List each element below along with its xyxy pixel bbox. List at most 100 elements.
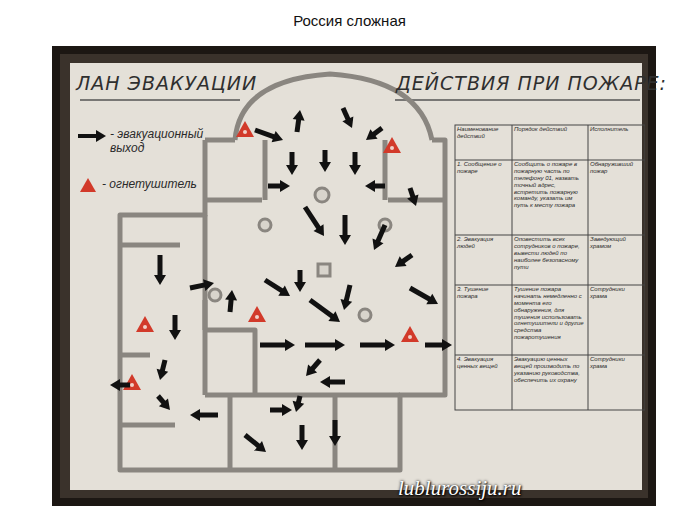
table-border bbox=[455, 125, 645, 410]
exit-arrow bbox=[360, 339, 395, 351]
exit-arrow bbox=[341, 285, 353, 310]
arrow-head bbox=[365, 180, 375, 192]
extinguisher-symbol bbox=[401, 326, 419, 342]
arrow-shaft bbox=[270, 408, 284, 413]
arrow-head bbox=[255, 441, 267, 452]
extinguisher-triangle bbox=[248, 306, 266, 322]
arrow-head bbox=[285, 339, 295, 351]
exit-arrow bbox=[310, 300, 340, 322]
exit-arrow bbox=[157, 360, 169, 380]
frame-inner bbox=[60, 54, 648, 498]
page-title: Россия сложная bbox=[0, 12, 699, 29]
exit-arrow bbox=[349, 152, 361, 175]
exit-arrow bbox=[339, 215, 351, 245]
arrow-head bbox=[319, 162, 331, 172]
arrow-head bbox=[349, 165, 361, 175]
extinguisher-symbol bbox=[383, 137, 401, 153]
columns bbox=[209, 188, 391, 321]
exit-arrow bbox=[270, 404, 292, 416]
arrow-shaft bbox=[173, 315, 178, 332]
exit-arrow bbox=[306, 360, 320, 376]
exit-arrow bbox=[169, 315, 181, 340]
inner-wall bbox=[120, 245, 335, 470]
arrow-shaft bbox=[298, 270, 303, 284]
table-cell: Эвакуацию ценных вещей производить по ук… bbox=[512, 355, 588, 385]
arrow-shaft bbox=[190, 285, 206, 288]
table-cell: Тушение пожара начинать немедленно с мом… bbox=[512, 285, 588, 342]
extinguisher-triangle bbox=[383, 137, 401, 153]
arrow-head bbox=[278, 286, 290, 296]
extinguisher-dot bbox=[130, 383, 134, 387]
exit-arrow bbox=[265, 280, 290, 296]
table-header: Наименование действий bbox=[455, 125, 512, 141]
extinguisher-dot bbox=[255, 315, 259, 319]
arrow-head bbox=[407, 195, 418, 206]
arrow-shaft bbox=[297, 118, 299, 132]
exit-arrow bbox=[296, 425, 308, 450]
extinguisher-sample bbox=[80, 178, 96, 192]
arrow-shaft bbox=[300, 425, 305, 442]
arrow-head bbox=[280, 180, 290, 192]
exit-arrow bbox=[342, 108, 353, 128]
frame-edge bbox=[645, 63, 648, 490]
exit-arrow bbox=[158, 396, 170, 410]
arrow-head bbox=[293, 401, 305, 412]
extinguisher-triangle bbox=[136, 316, 154, 332]
exit-arrow bbox=[268, 180, 290, 192]
arrow-head bbox=[203, 279, 214, 291]
exit-arrow bbox=[319, 150, 331, 172]
arrow-shaft bbox=[305, 207, 320, 229]
exit-arrow bbox=[294, 270, 306, 292]
arrow-shaft bbox=[245, 435, 260, 447]
column bbox=[209, 289, 221, 301]
arrow-shaft bbox=[328, 380, 345, 385]
legend-samples bbox=[78, 130, 106, 192]
arrow-shaft bbox=[310, 300, 334, 317]
column bbox=[318, 264, 330, 276]
arrow-head bbox=[335, 339, 345, 351]
exit-arrow bbox=[410, 288, 438, 304]
arrow-shaft bbox=[346, 285, 350, 302]
paper bbox=[70, 63, 642, 490]
table-line bbox=[455, 235, 645, 236]
arrow-head bbox=[320, 376, 330, 388]
table-cell: 3. Тушение пожара bbox=[455, 285, 512, 301]
arrow-head bbox=[110, 379, 120, 391]
table-cell: 1. Сообщение о пожаре bbox=[455, 160, 512, 176]
arrow-head bbox=[190, 409, 200, 421]
arrow-head bbox=[373, 238, 384, 250]
arrow-shaft bbox=[410, 288, 431, 300]
exit-arrow-sample bbox=[78, 134, 96, 138]
arrow-shaft bbox=[343, 215, 348, 237]
plan-heading: ЛАН ЭВАКУАЦИИ bbox=[76, 72, 257, 94]
table-cell: 4. Эвакуация ценных вещей bbox=[455, 355, 512, 371]
exit-arrow bbox=[395, 255, 412, 267]
arrow-head bbox=[286, 165, 298, 175]
arrow-shaft bbox=[377, 225, 385, 243]
table-header: Исполнитель bbox=[588, 125, 645, 134]
arrow-head bbox=[225, 290, 237, 301]
table-cell: Оповестить всех сотрудников о пожаре, вы… bbox=[512, 235, 588, 271]
exit-arrow bbox=[110, 379, 130, 391]
arrow-head bbox=[341, 299, 353, 310]
arrow-shaft bbox=[323, 150, 328, 164]
arrow-shaft bbox=[255, 130, 275, 137]
arrow-head bbox=[282, 404, 292, 416]
arrow-head bbox=[328, 311, 340, 322]
table-line bbox=[455, 355, 645, 356]
arrow-shaft bbox=[230, 298, 231, 312]
exit-arrow bbox=[190, 409, 218, 421]
extinguisher-dot bbox=[408, 335, 412, 339]
table-line bbox=[588, 125, 589, 410]
arrow-head bbox=[342, 116, 353, 128]
table-cell: Сотрудники храма bbox=[588, 285, 645, 301]
arrow-head bbox=[442, 339, 452, 351]
arrow-head bbox=[157, 369, 169, 380]
extinguisher-dot bbox=[143, 325, 147, 329]
exit-arrow bbox=[305, 339, 345, 351]
arrow-head bbox=[314, 224, 325, 236]
exit-arrow bbox=[329, 420, 341, 446]
arrow-head bbox=[385, 339, 395, 351]
extinguisher-symbols bbox=[123, 121, 419, 390]
